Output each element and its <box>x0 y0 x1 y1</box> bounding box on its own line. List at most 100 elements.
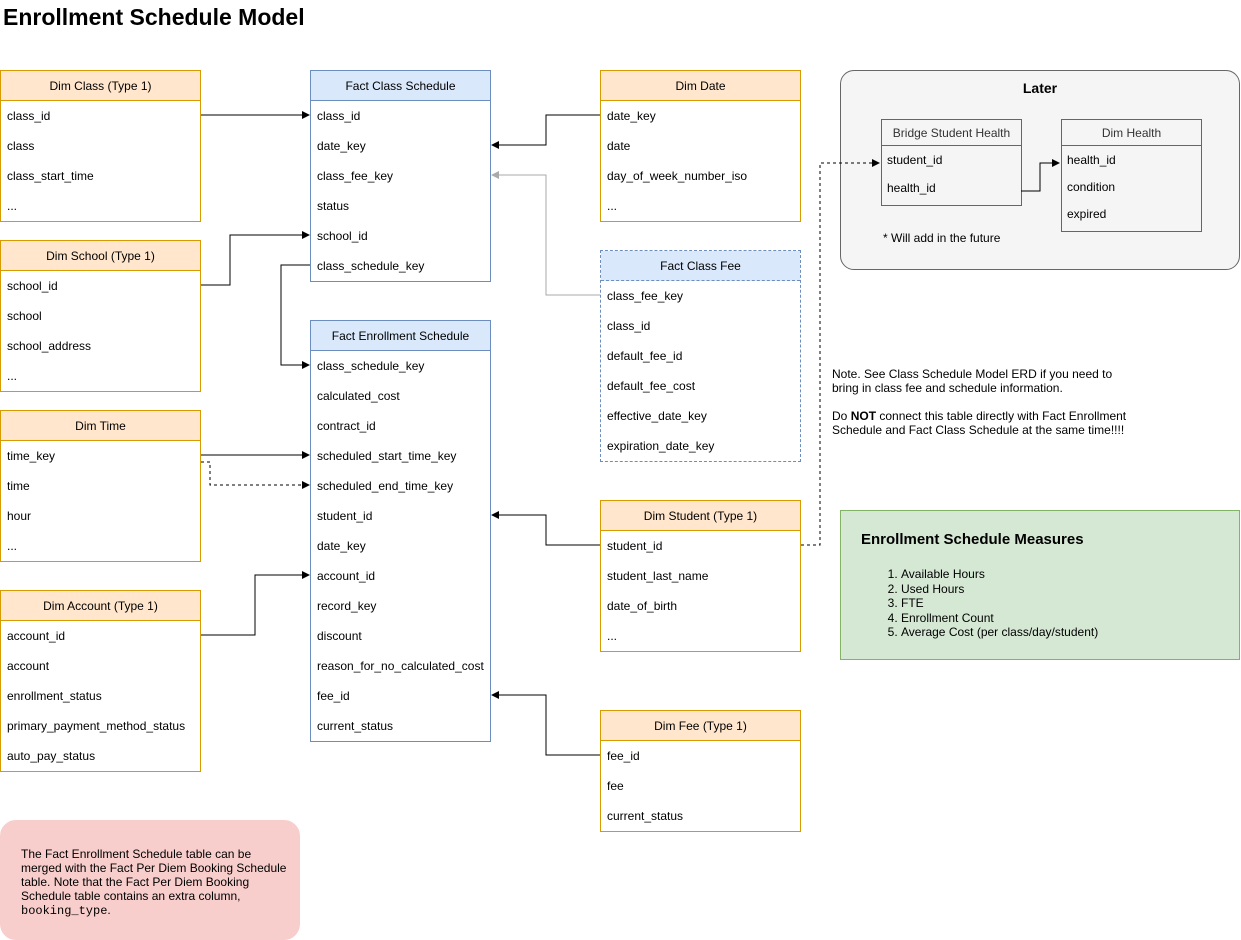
field-school-id: school_id <box>7 279 58 293</box>
note-text: connect this table directly with Fact En… <box>832 409 1127 437</box>
field-health-id: health_id <box>887 181 936 195</box>
measure-item: Used Hours <box>901 582 1098 597</box>
field-calculated-cost: calculated_cost <box>317 389 400 403</box>
field-fee-id: fee_id <box>607 749 640 763</box>
field-student-last-name: student_last_name <box>607 569 709 583</box>
table-title: Dim Student (Type 1) <box>601 501 800 531</box>
field-class-start-time: class_start_time <box>7 169 94 183</box>
field-ellipsis: ... <box>7 199 18 213</box>
field-ellipsis: ... <box>7 369 18 383</box>
table-dim-date[interactable]: Dim Date date_key date day_of_week_numbe… <box>600 70 801 222</box>
link-school-id <box>201 231 310 286</box>
field-expiration-date-key: expiration_date_key <box>607 439 715 453</box>
measure-item: FTE <box>901 596 1098 611</box>
field-account-id: account_id <box>317 569 376 583</box>
table-title: Fact Class Schedule <box>311 71 490 101</box>
field-ellipsis: ... <box>607 629 618 643</box>
field-status: status <box>317 199 350 213</box>
table-dim-school[interactable]: Dim School (Type 1) school_id school sch… <box>0 240 201 392</box>
field-date-key: date_key <box>317 539 366 553</box>
table-title: Bridge Student Health <box>882 120 1021 146</box>
field-auto-pay-status: auto_pay_status <box>7 749 96 763</box>
field-fee: fee <box>607 779 624 793</box>
table-fact-class-schedule[interactable]: Fact Class Schedule class_id date_key cl… <box>310 70 491 282</box>
field-record-key: record_key <box>317 599 377 613</box>
field-class-schedule-key: class_schedule_key <box>317 359 425 373</box>
table-dim-account[interactable]: Dim Account (Type 1) account_id account … <box>0 590 201 772</box>
table-dim-fee[interactable]: Dim Fee (Type 1) fee_id fee current_stat… <box>600 710 801 832</box>
field-scheduled-start-time-key: scheduled_start_time_key <box>317 449 457 463</box>
note-line-1: Note. See Class Schedule Model ERD if yo… <box>832 367 1113 395</box>
table-bridge-student-health[interactable]: Bridge Student Health student_id health_… <box>881 119 1022 206</box>
table-dim-student[interactable]: Dim Student (Type 1) student_id student_… <box>600 500 801 652</box>
later-title: Later <box>1022 80 1058 96</box>
field-time-key: time_key <box>7 449 56 463</box>
table-dim-health[interactable]: Dim Health health_id condition expired <box>1061 119 1202 232</box>
later-group[interactable]: Later Bridge Student Health student_id h… <box>840 70 1240 270</box>
field-contract-id: contract_id <box>317 419 376 433</box>
field-date: date <box>607 139 631 153</box>
table-title: Fact Class Fee <box>601 251 800 281</box>
field-school-id: school_id <box>317 229 368 243</box>
field-hour: hour <box>7 509 32 523</box>
field-condition: condition <box>1067 180 1116 194</box>
merge-note: The Fact Enrollment Schedule table can b… <box>0 820 300 940</box>
field-school: school <box>7 309 42 323</box>
page-title: Enrollment Schedule Model <box>3 4 305 30</box>
link-fee-id <box>491 691 600 756</box>
table-title: Dim Health <box>1062 120 1201 146</box>
field-day-of-week-number-iso: day_of_week_number_iso <box>607 169 748 183</box>
table-title: Dim Fee (Type 1) <box>601 711 800 741</box>
table-dim-time[interactable]: Dim Time time_key time hour ... <box>0 410 201 562</box>
merge-code: booking_type <box>21 904 108 918</box>
field-student-id: student_id <box>317 509 373 523</box>
field-class-fee-key: class_fee_key <box>317 169 394 183</box>
table-title: Dim Date <box>601 71 800 101</box>
field-primary-payment-method-status: primary_payment_method_status <box>7 719 186 733</box>
field-class: class <box>7 139 35 153</box>
table-title: Dim Class (Type 1) <box>1 71 200 101</box>
field-date-key: date_key <box>607 109 656 123</box>
later-note: * Will add in the future <box>883 231 1001 245</box>
table-title: Dim School (Type 1) <box>1 241 200 271</box>
merge-end: . <box>107 903 111 917</box>
field-ellipsis: ... <box>7 539 18 553</box>
field-school-address: school_address <box>7 339 92 353</box>
connection-note: Note. See Class Schedule Model ERD if yo… <box>832 367 1132 451</box>
field-account: account <box>7 659 50 673</box>
field-time: time <box>7 479 30 493</box>
table-fact-class-fee[interactable]: Fact Class Fee class_fee_key class_id de… <box>600 250 801 462</box>
field-scheduled-end-time-key: scheduled_end_time_key <box>317 479 454 493</box>
field-effective-date-key: effective_date_key <box>607 409 707 423</box>
measures-title: Enrollment Schedule Measures <box>861 531 1084 548</box>
field-expired: expired <box>1067 207 1107 221</box>
field-date-of-birth: date_of_birth <box>607 599 678 613</box>
field-enrollment-status: enrollment_status <box>7 689 102 703</box>
measure-item: Available Hours <box>901 567 1098 582</box>
table-fact-enrollment-schedule[interactable]: Fact Enrollment Schedule class_schedule_… <box>310 320 491 742</box>
link-date-key <box>491 114 600 149</box>
field-account-id: account_id <box>7 629 66 643</box>
note-emphasis: NOT <box>850 409 877 423</box>
field-discount: discount <box>317 629 362 643</box>
field-default-fee-id: default_fee_id <box>607 349 683 363</box>
note-line-2: Do NOT connect this table directly with … <box>832 409 1132 437</box>
measures-list: Available Hours Used Hours FTE Enrollmen… <box>861 567 1098 640</box>
field-fee-id: fee_id <box>317 689 350 703</box>
note-text: Do <box>832 409 851 423</box>
field-student-id: student_id <box>887 153 943 167</box>
field-class-id: class_id <box>7 109 51 123</box>
field-default-fee-cost: default_fee_cost <box>607 379 696 393</box>
measure-item: Average Cost (per class/day/student) <box>901 625 1098 640</box>
merge-text: The Fact Enrollment Schedule table can b… <box>21 847 287 903</box>
table-title: Dim Account (Type 1) <box>1 591 200 621</box>
field-class-id: class_id <box>317 109 361 123</box>
field-health-id: health_id <box>1067 153 1116 167</box>
table-title: Dim Time <box>1 411 200 441</box>
field-ellipsis: ... <box>607 199 618 213</box>
link-class-fee-key <box>491 171 600 296</box>
table-dim-class[interactable]: Dim Class (Type 1) class_id class class_… <box>0 70 201 222</box>
link-student-id <box>491 511 600 546</box>
field-current-status: current_status <box>607 809 684 823</box>
link-end-time <box>201 461 310 489</box>
